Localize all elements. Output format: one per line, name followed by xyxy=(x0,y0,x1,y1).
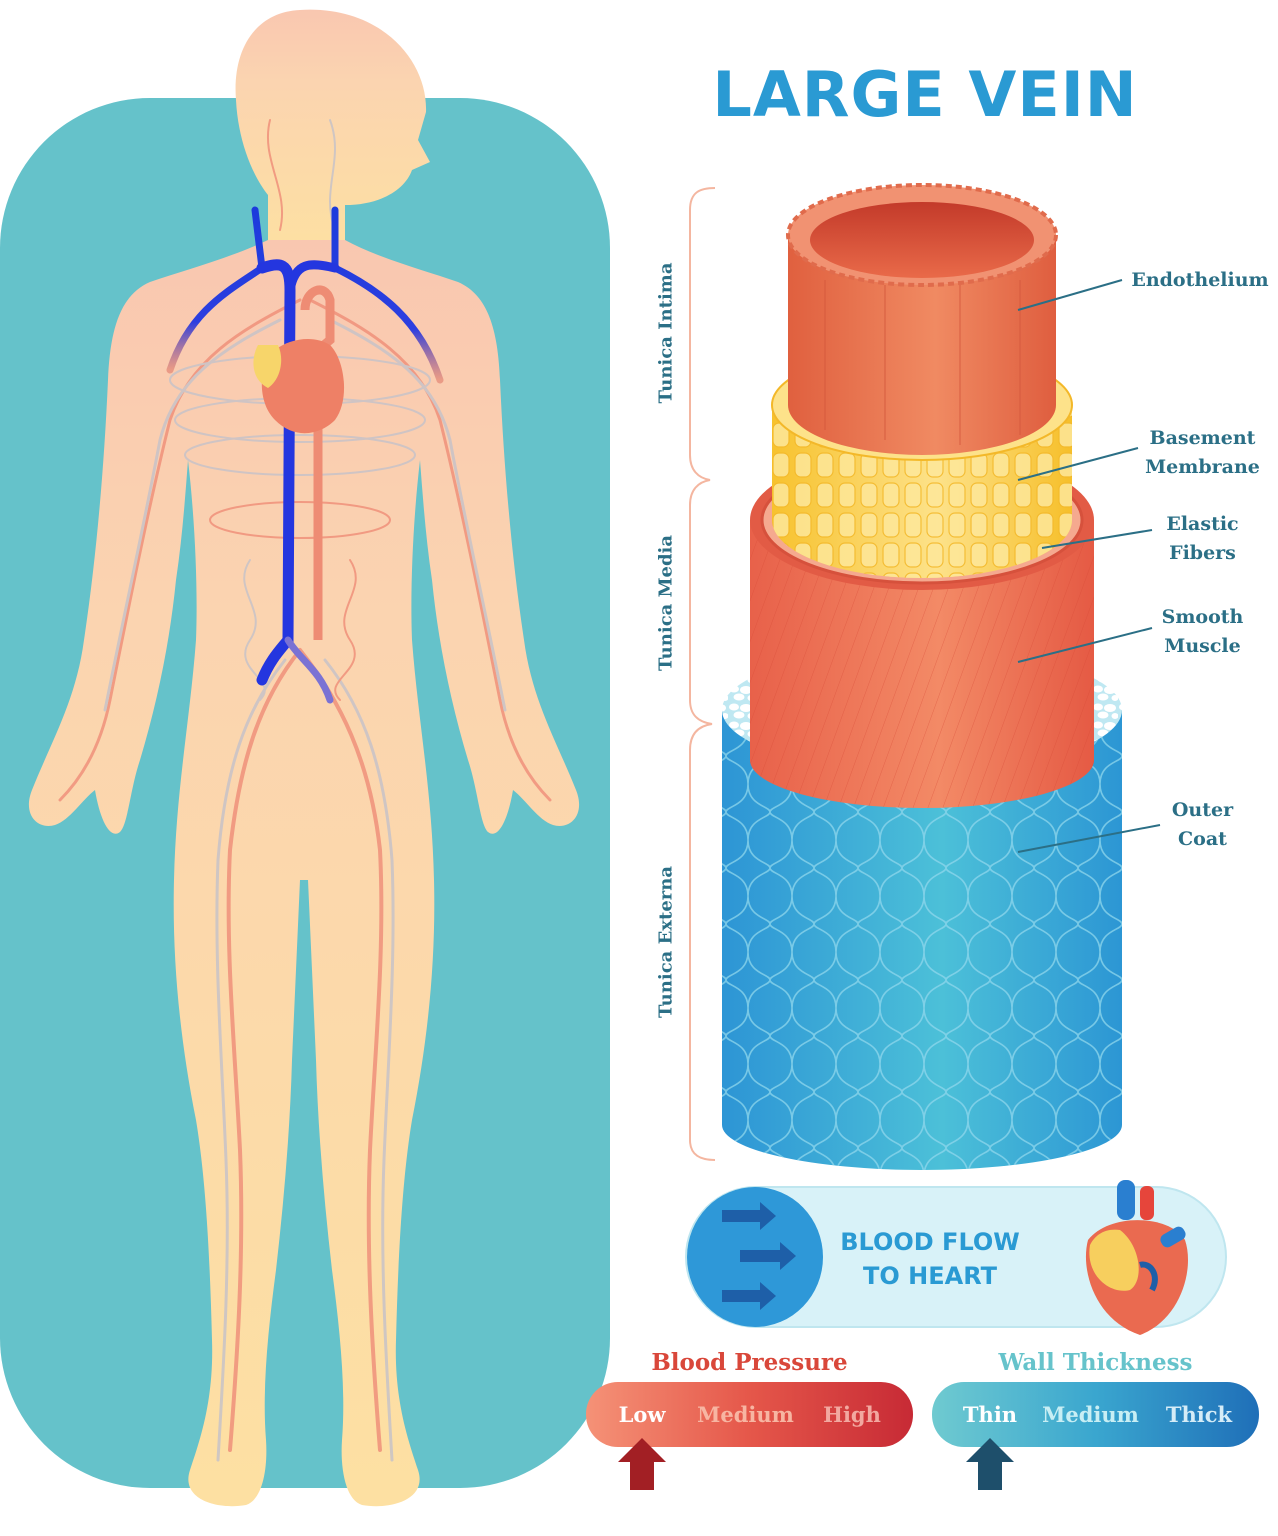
flow-arrow-icon xyxy=(722,1202,796,1310)
leader-lines xyxy=(1017,279,1161,853)
blood-pressure-arrow-icon xyxy=(618,1438,666,1490)
aorta xyxy=(300,285,335,640)
label-outer-line2: Coat xyxy=(1178,828,1227,850)
wall-thickness-medium: Medium xyxy=(1042,1402,1139,1427)
label-endothelium-text: Endothelium xyxy=(1131,269,1269,291)
label-endothelium: Endothelium xyxy=(1120,266,1278,295)
tunica-intima-label: Tunica Intima xyxy=(655,262,677,404)
major-veins xyxy=(166,206,444,704)
label-elastic-line1: Elastic xyxy=(1166,513,1239,535)
label-smooth-line1: Smooth xyxy=(1161,606,1244,628)
label-outer-coat: Outer Coat xyxy=(1150,796,1255,854)
wall-thickness-thick: Thick xyxy=(1165,1402,1233,1427)
endothelium-layer xyxy=(786,183,1058,455)
blood-pressure-low: Low xyxy=(618,1402,666,1427)
blood-pressure-high: High xyxy=(823,1402,881,1427)
blood-flow-line1: BLOOD FLOW xyxy=(840,1228,1020,1256)
label-elastic-line2: Fibers xyxy=(1169,542,1236,564)
label-basement-line2: Membrane xyxy=(1145,456,1260,478)
wall-thickness-title: Wall Thickness xyxy=(998,1349,1193,1376)
label-elastic-fibers: Elastic Fibers xyxy=(1140,510,1265,568)
blood-pressure-title: Blood Pressure xyxy=(651,1349,848,1376)
wall-thickness-thin: Thin xyxy=(962,1402,1018,1427)
body-heart-icon xyxy=(253,338,345,434)
blood-pressure-medium: Medium xyxy=(697,1402,794,1427)
label-smooth-line2: Muscle xyxy=(1164,635,1241,657)
wall-thickness-arrow-icon xyxy=(966,1438,1014,1490)
label-smooth-muscle: Smooth Muscle xyxy=(1140,603,1265,661)
blood-flow-line2: TO HEART xyxy=(863,1262,997,1290)
label-outer-line1: Outer xyxy=(1171,799,1234,821)
tunica-brackets xyxy=(689,187,716,1161)
blood-pressure-bar xyxy=(586,1382,913,1447)
page-title: LARGE VEIN xyxy=(712,58,1138,131)
wall-thickness-bar xyxy=(932,1382,1259,1447)
label-basement-membrane: Basement Membrane xyxy=(1130,424,1275,482)
blood-flow-text: BLOOD FLOW TO HEART xyxy=(800,1225,1060,1293)
tunica-externa-label: Tunica Externa xyxy=(655,865,677,1019)
blood-flow-banner xyxy=(685,1180,1227,1335)
label-basement-line1: Basement xyxy=(1149,427,1256,449)
heart-icon xyxy=(1085,1180,1188,1335)
tunica-media-label: Tunica Media xyxy=(655,534,677,672)
